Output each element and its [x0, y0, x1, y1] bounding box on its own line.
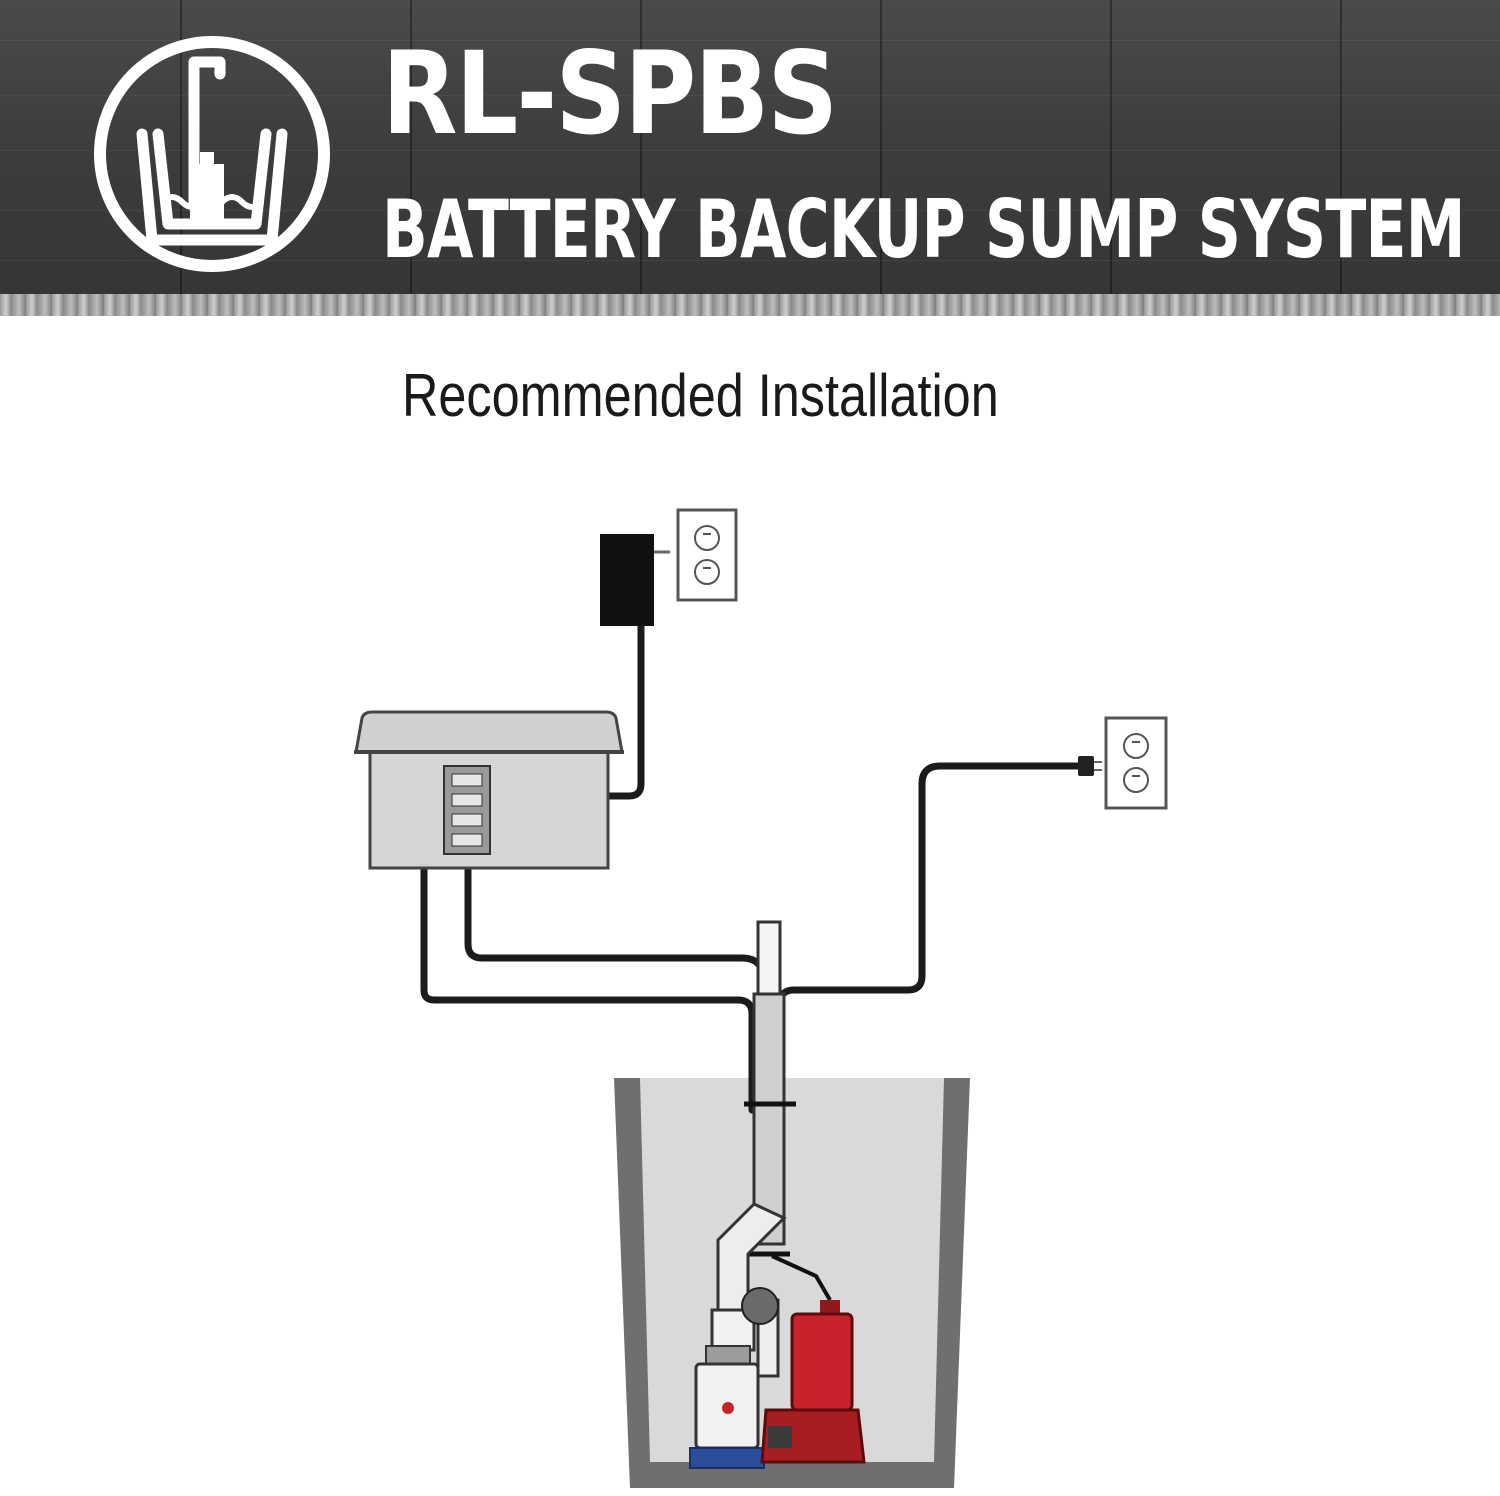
wall-outlet-upper — [676, 508, 738, 602]
primary-cable — [776, 762, 1088, 1114]
product-subtitle: BATTERY BACKUP SUMP SYSTEM — [382, 183, 1465, 276]
header-banner: RL-SPBS BATTERY BACKUP SUMP SYSTEM — [0, 0, 1500, 316]
primary-pump — [760, 1300, 866, 1464]
backup-pump — [689, 1345, 765, 1469]
wood-strip — [0, 294, 1500, 316]
installation-diagram — [354, 508, 1168, 1488]
float-switch — [741, 1254, 832, 1325]
power-adapter — [600, 534, 670, 626]
backup-cable-inner — [464, 826, 772, 1114]
wall-outlet-right — [1104, 716, 1168, 810]
adapter-cable — [466, 622, 645, 800]
diagram-heading: Recommended Installation — [402, 362, 999, 429]
sump-pump-icon — [94, 36, 330, 272]
primary-plug — [1078, 756, 1102, 776]
battery-box — [354, 710, 624, 870]
product-title: RL-SPBS — [382, 27, 838, 160]
discharge-pipe — [710, 920, 796, 1378]
